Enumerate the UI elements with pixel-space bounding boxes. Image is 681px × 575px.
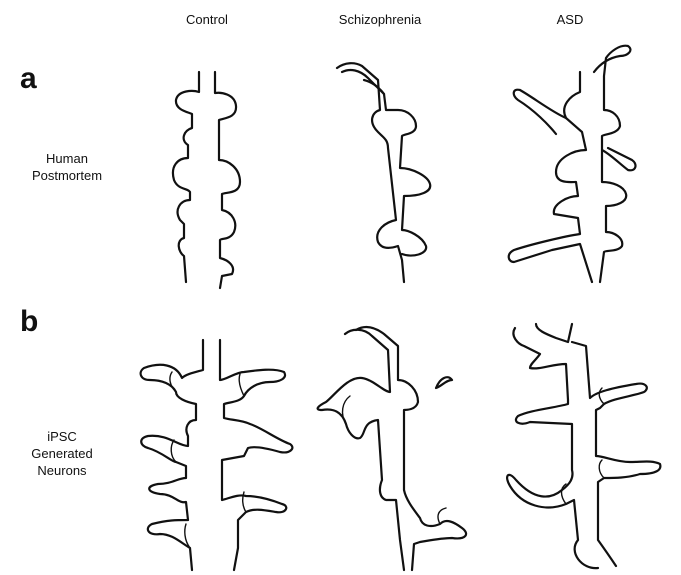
dendrite-a-asd: [509, 46, 636, 282]
dendrite-b-schizophrenia: [318, 327, 466, 570]
dendrite-b-asd: [507, 324, 660, 568]
dendrite-a-control: [173, 72, 240, 288]
dendrite-a-schizophrenia: [337, 63, 430, 282]
dendrite-b-control: [141, 340, 293, 570]
